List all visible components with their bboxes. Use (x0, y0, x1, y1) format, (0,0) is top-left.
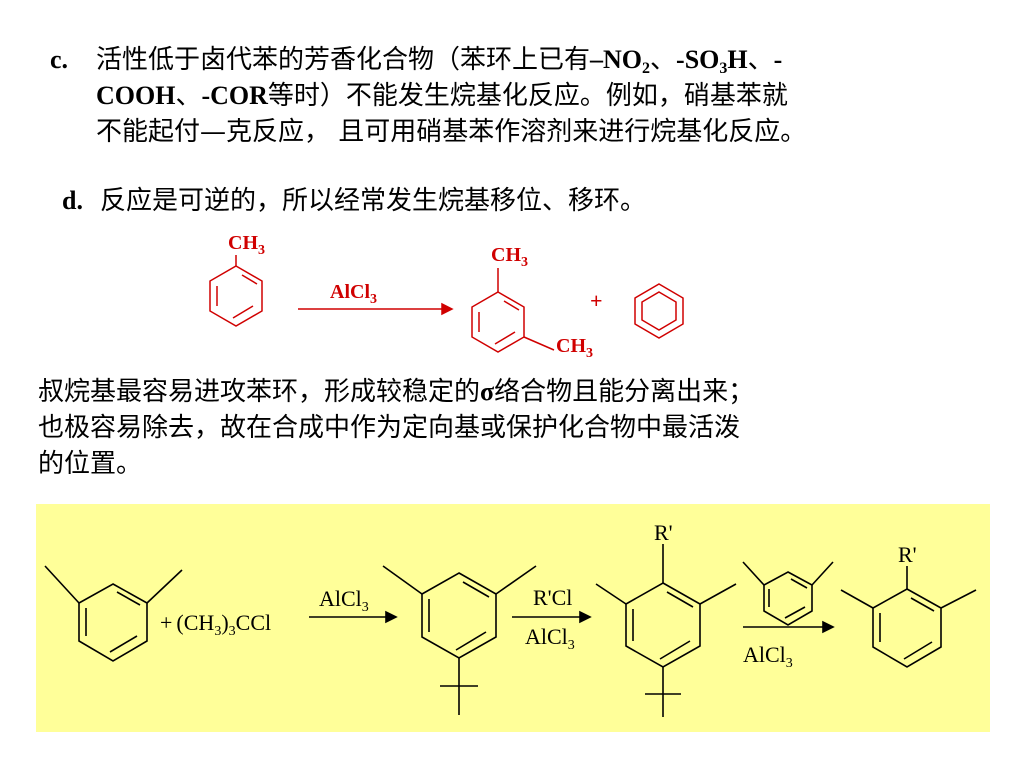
text-segment: - (773, 45, 783, 74)
text-segment: 活性低于卤代苯的芳香化合物（苯环上已有 (96, 45, 591, 75)
catalyst-label: AlCl3 (330, 281, 377, 307)
xylene-bottom-methyl-label: CH3 (556, 335, 593, 361)
subscript: 3 (719, 60, 728, 77)
benzene-structure (634, 283, 684, 339)
paragraph-c-line-2: COOH、-COR等时）不能发生烷基化反应。例如，硝基苯就 (50, 78, 1020, 114)
arrow-step-3 (743, 620, 835, 634)
protecting-group-scheme: +(CH3)3CCl AlCl3 R'Cl AlCl3 R' AlCl3 R' (36, 504, 990, 732)
paragraph-d: d. 反应是可逆的，所以经常发生烷基移位、移环。 (62, 183, 646, 219)
xylene-top-methyl-label: CH3 (491, 244, 528, 270)
tert-butyl-xylene-intermediate (382, 565, 537, 715)
m-xylene-reactant (44, 565, 183, 662)
text-segment: 、 (747, 45, 774, 75)
substituent-label-1: R' (654, 520, 673, 545)
text-segment: 、 (175, 81, 202, 111)
step-2-catalyst: AlCl3 (525, 624, 575, 653)
text-segment: 、 (650, 45, 677, 75)
step-3-catalyst: AlCl3 (743, 642, 793, 671)
reaction-arrow-1 (298, 302, 454, 316)
note-line-2: 也极容易除去，故在合成中作为定向基或保护化合物中最活泼 (38, 413, 741, 443)
subscript: 2 (642, 60, 651, 77)
arrow-step-1 (309, 610, 398, 624)
nitro-group: –NO (590, 45, 643, 74)
item-c-marker: c. (50, 45, 69, 74)
m-xylene-structure (471, 268, 555, 353)
text-segment: H (727, 45, 748, 74)
item-d-marker: d. (62, 186, 83, 215)
text-segment: 叔烷基最容易进攻苯环，形成较稳定的 (38, 377, 481, 407)
paragraph-c-line-3: 不能起付—克反应， 且可用硝基苯作溶剂来进行烷基化反应。 (96, 117, 807, 147)
note-line-3: 的位置。 (38, 449, 143, 479)
protecting-group-scheme-drawing: +(CH3)3CCl AlCl3 R'Cl AlCl3 R' AlCl3 R' (36, 504, 990, 732)
paragraph-c: c.活性低于卤代苯的芳香化合物（苯环上已有–NO2、-SO3H、- COOH、-… (50, 42, 1020, 150)
tert-butyl-note: 叔烷基最容易进攻苯环，形成较稳定的σ络合物且能分离出来； 也极容易除去，故在合成… (38, 374, 998, 482)
reagent-tert-butyl-chloride: +(CH3)3CCl (160, 610, 271, 639)
acyl-group: -COR (201, 81, 268, 110)
transalkylation-scheme: CH3 AlCl3 CH3 CH3 + (209, 232, 684, 361)
step-1-catalyst: AlCl3 (319, 586, 369, 615)
sulfonic-group: -SO (676, 45, 720, 74)
plus-sign: + (590, 288, 603, 313)
text-segment: 络合物且能分离出来； (494, 377, 755, 407)
r-substituted-intermediate (595, 544, 737, 717)
sigma-symbol: σ (480, 377, 495, 406)
text-segment: 等时）不能发生烷基化反应。例如，硝基苯就 (267, 81, 788, 111)
paragraph-d-text: 反应是可逆的，所以经常发生烷基移位、移环。 (100, 186, 647, 216)
final-product (840, 566, 977, 668)
toluene-methyl-label: CH3 (228, 232, 265, 258)
carboxyl-group: COOH (96, 81, 176, 110)
paragraph-c-line-1: c.活性低于卤代苯的芳香化合物（苯环上已有–NO2、-SO3H、- (50, 42, 1020, 78)
scheme-background (36, 504, 990, 732)
note-line-1: 叔烷基最容易进攻苯环，形成较稳定的σ络合物且能分离出来； (38, 374, 998, 410)
substituent-label-2: R' (898, 542, 917, 567)
arrow-step-2 (512, 610, 592, 624)
m-xylene-acceptor (742, 561, 834, 626)
step-2-reagent: R'Cl (533, 585, 572, 610)
toluene-structure (209, 255, 263, 327)
